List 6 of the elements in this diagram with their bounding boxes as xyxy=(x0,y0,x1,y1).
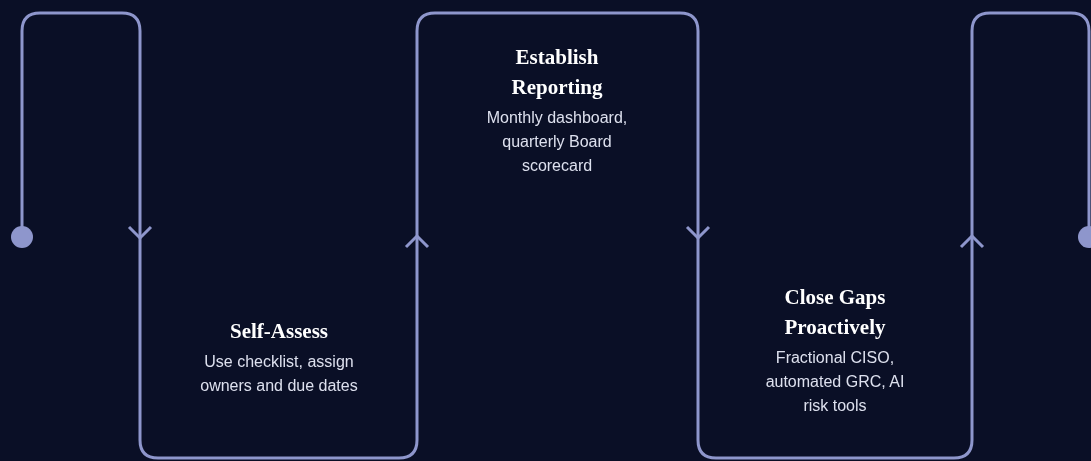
step-heading: Close Gaps Proactively xyxy=(783,284,887,341)
step-heading: Self-Assess xyxy=(229,318,329,345)
step-description: Monthly dashboard, quarterly Board scorecard xyxy=(485,108,629,176)
step-description: Use checklist, assign owners and due dates xyxy=(199,352,359,396)
step-description: Fractional CISO, automated GRC, AI risk tools xyxy=(764,348,906,416)
step-heading: Establish Reporting xyxy=(510,44,604,101)
